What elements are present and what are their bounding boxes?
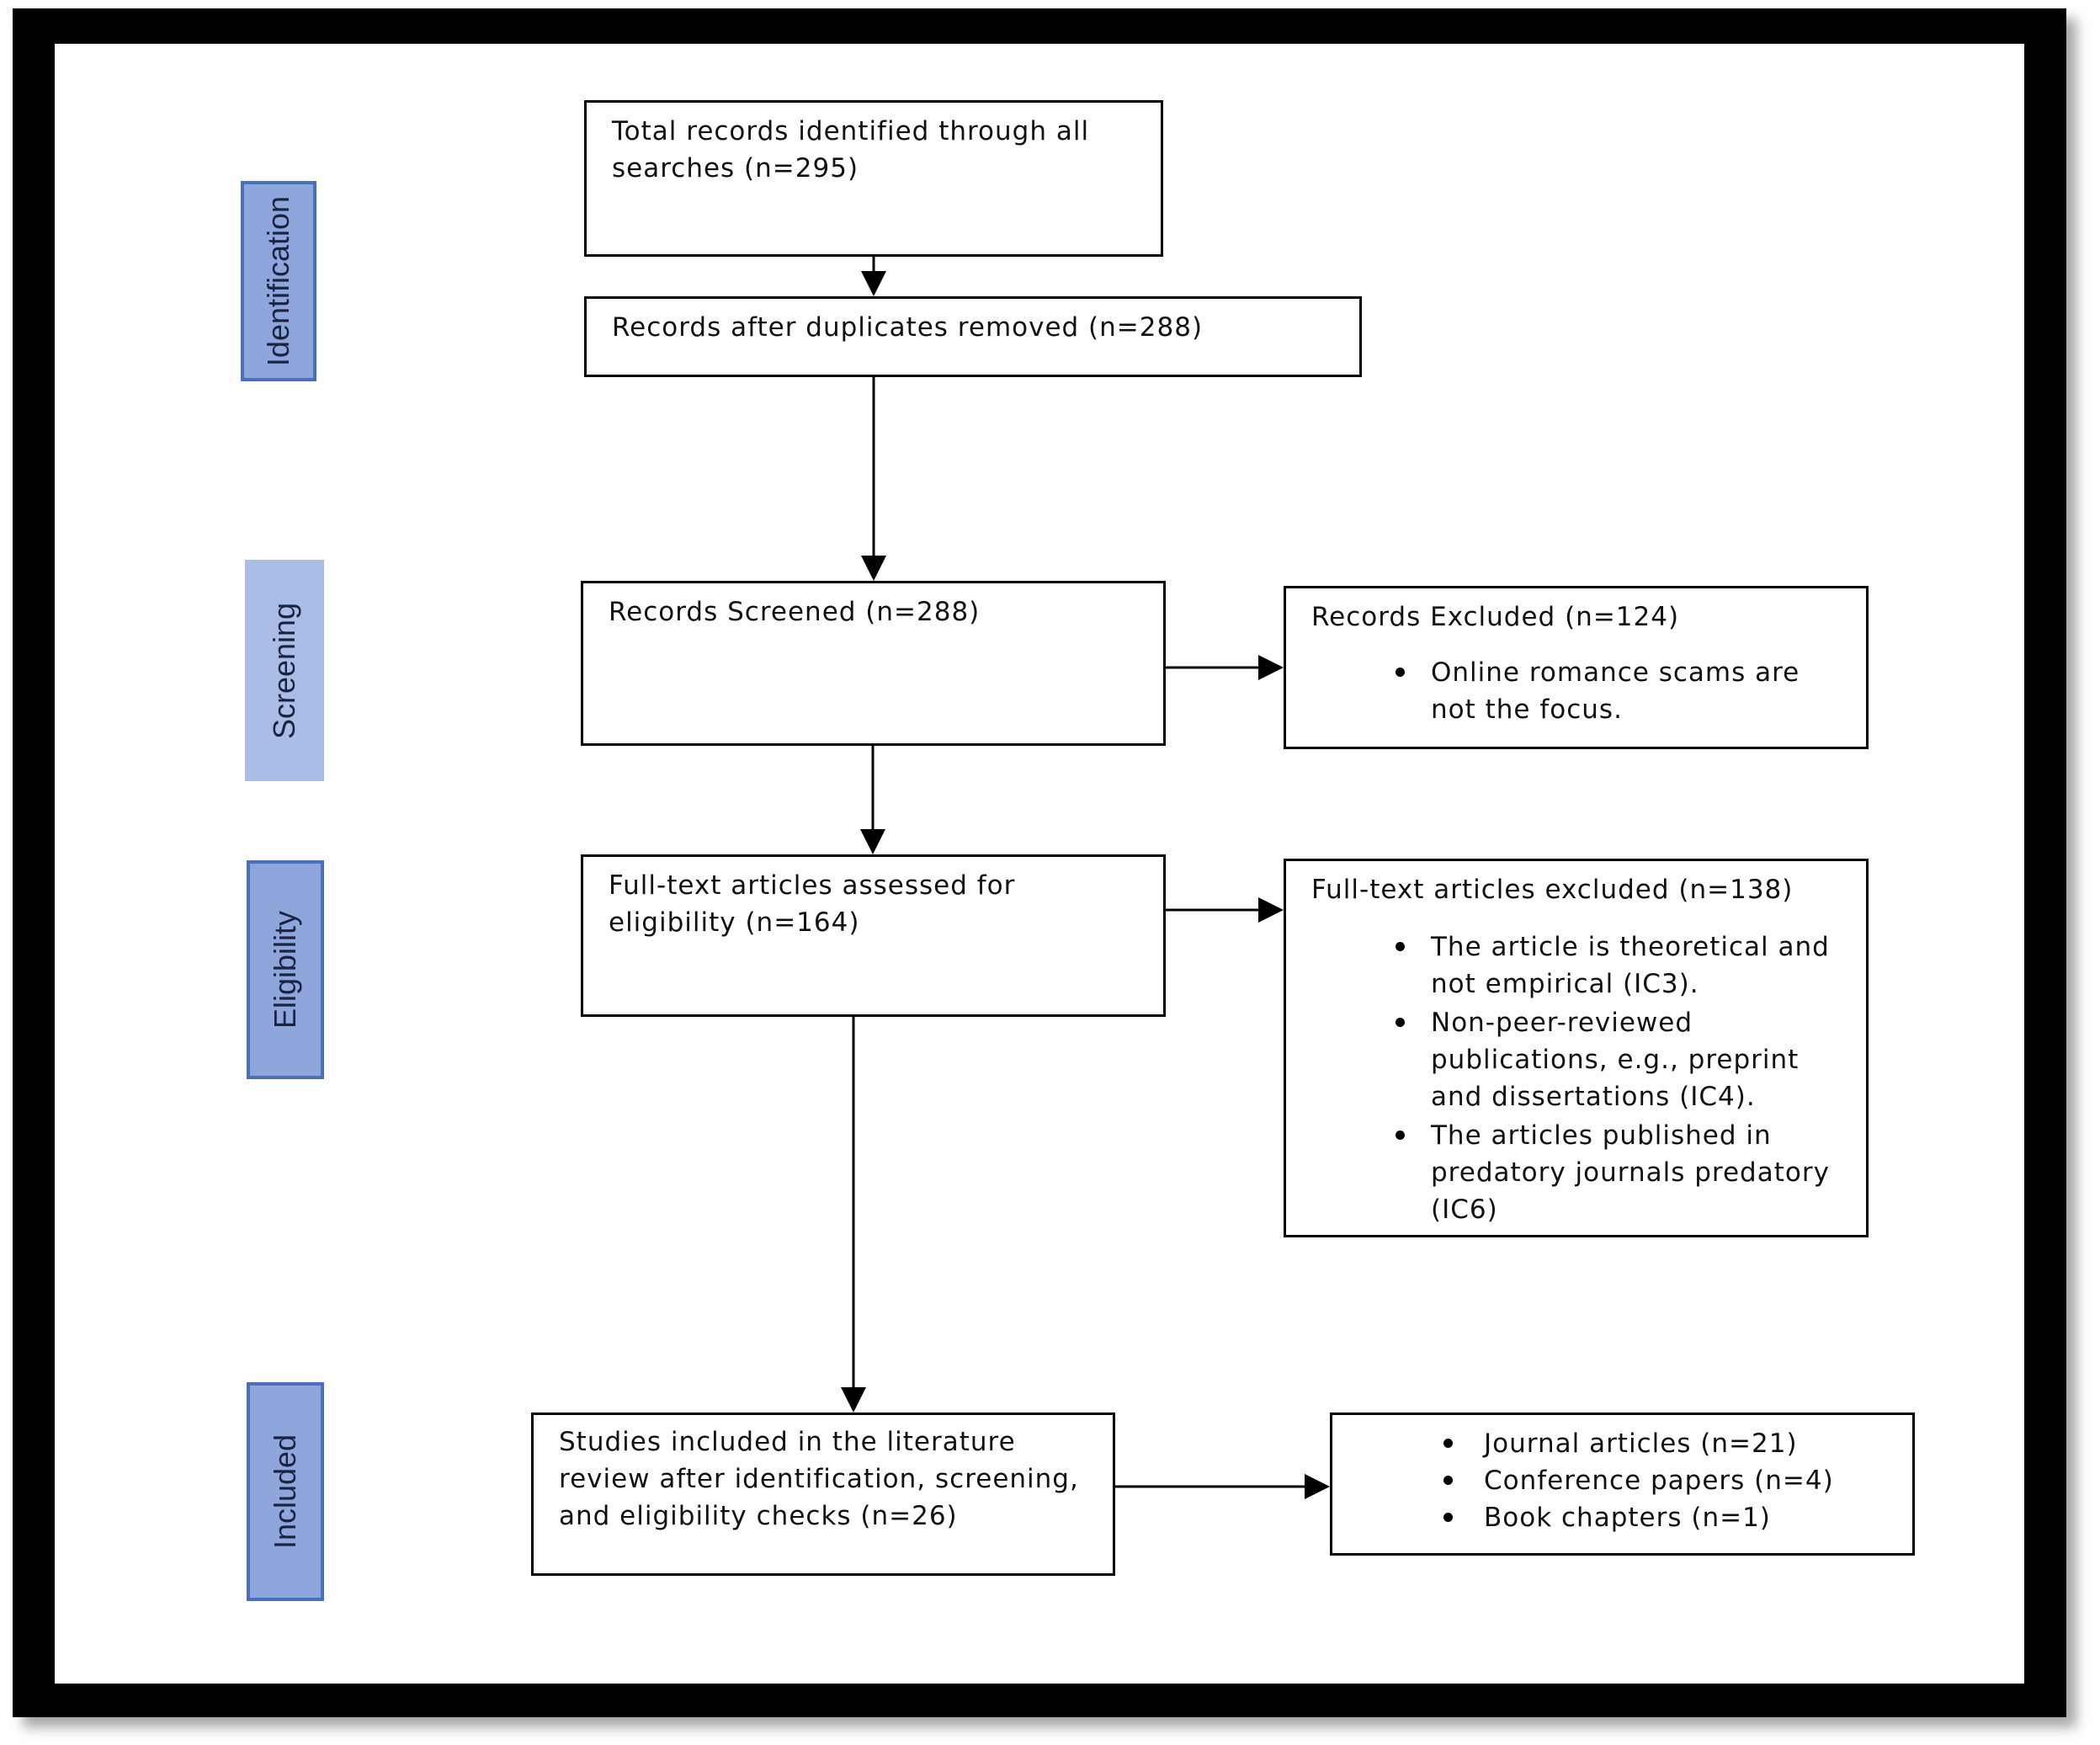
box-total-records-text: Total records identified through all sea… <box>612 116 1090 184</box>
box-after-duplicates: Records after duplicates removed (n=288) <box>584 296 1362 377</box>
list-item: The articles published in predatory jour… <box>1311 1117 1846 1228</box>
box-records-excluded: Records Excluded (n=124) Online romance … <box>1284 586 1869 749</box>
stage-screening: Screening <box>245 560 324 781</box>
list-item: The article is theoretical and not empir… <box>1311 928 1846 1003</box>
box-records-screened: Records Screened (n=288) <box>581 581 1166 746</box>
list-item: Journal articles (n=21) <box>1358 1425 1892 1462</box>
bullet-icon <box>1396 1018 1405 1027</box>
bullet-icon <box>1443 1476 1453 1485</box>
box-records-excluded-title: Records Excluded (n=124) <box>1311 602 1680 632</box>
list-item: Conference papers (n=4) <box>1358 1462 1892 1499</box>
box-total-records: Total records identified through all sea… <box>584 100 1163 257</box>
box-fulltext-excluded: Full-text articles excluded (n=138) The … <box>1284 859 1869 1237</box>
box-studies-included: Studies included in the literature revie… <box>531 1412 1115 1576</box>
box-fulltext-assessed: Full-text articles assessed for eligibil… <box>581 854 1166 1017</box>
box-studies-included-text: Studies included in the literature revie… <box>559 1427 1079 1531</box>
stage-included: Included <box>247 1382 324 1601</box>
box-fulltext-assessed-text: Full-text articles assessed for eligibil… <box>609 870 1016 938</box>
bullet-icon <box>1443 1439 1453 1448</box>
box-records-screened-text: Records Screened (n=288) <box>609 597 981 627</box>
stage-identification: Identification <box>241 181 316 381</box>
bullet-icon <box>1396 668 1405 677</box>
box-fulltext-excluded-title: Full-text articles excluded (n=138) <box>1311 875 1794 905</box>
bullet-icon <box>1396 942 1405 951</box>
list-item: Non-peer-reviewed publications, e.g., pr… <box>1311 1004 1846 1115</box>
bullet-icon <box>1396 1131 1405 1140</box>
box-after-duplicates-text: Records after duplicates removed (n=288) <box>612 312 1204 343</box>
box-included-breakdown: Journal articles (n=21) Conference paper… <box>1330 1412 1915 1556</box>
list-item: Online romance scams are not the focus. <box>1311 654 1846 728</box>
bullet-icon <box>1443 1513 1453 1522</box>
list-item: Book chapters (n=1) <box>1358 1499 1892 1536</box>
stage-eligibility: Eligibility <box>247 860 324 1079</box>
